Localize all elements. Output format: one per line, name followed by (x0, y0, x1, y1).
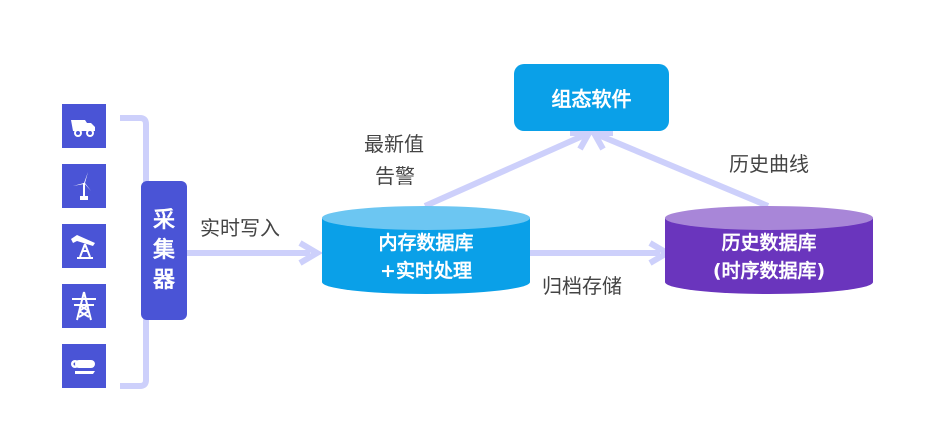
collector-box: 采集器 (141, 181, 187, 320)
label-alarm: 告警 (375, 164, 415, 188)
label-realtime-write: 实时写入 (200, 216, 280, 240)
history-db-label: 历史数据库 (时序数据库) (665, 228, 873, 286)
power-tower-icon (72, 291, 96, 321)
arrow-head-latest-value (570, 130, 595, 151)
history-db-cylinder (665, 206, 873, 294)
memory-db-cylinder (322, 206, 530, 294)
arrow-head-realtime-write (298, 240, 323, 266)
source-mining-truck (62, 104, 106, 148)
source-wind-turbine (62, 164, 106, 208)
source-oil-pump (62, 224, 106, 268)
wind-turbine-icon (73, 172, 91, 200)
arrow-head-history-curve (588, 130, 613, 151)
scada-box: 组态软件 (514, 64, 669, 131)
oil-pump-icon (71, 235, 95, 259)
label-archive: 归档存储 (542, 274, 622, 298)
label-latest-value: 最新值 (364, 132, 424, 156)
source-power-tower (62, 284, 106, 328)
label-history-curve: 历史曲线 (729, 152, 809, 176)
collector-label: 采集器 (152, 207, 175, 293)
arrow-latest-value (423, 131, 589, 209)
history-db-line1: 历史数据库 (721, 232, 817, 254)
scada-label: 组态软件 (551, 87, 632, 111)
history-db-line2: (时序数据库) (712, 260, 826, 282)
memory-db-line2: +实时处理 (380, 260, 472, 282)
memory-db-label: 内存数据库 +实时处理 (322, 228, 530, 286)
source-steel-roll (62, 344, 106, 388)
steel-roll-icon (71, 360, 95, 374)
memory-db-line1: 内存数据库 (378, 232, 474, 254)
arrow-history-curve (594, 131, 770, 209)
truck-icon (71, 120, 95, 137)
